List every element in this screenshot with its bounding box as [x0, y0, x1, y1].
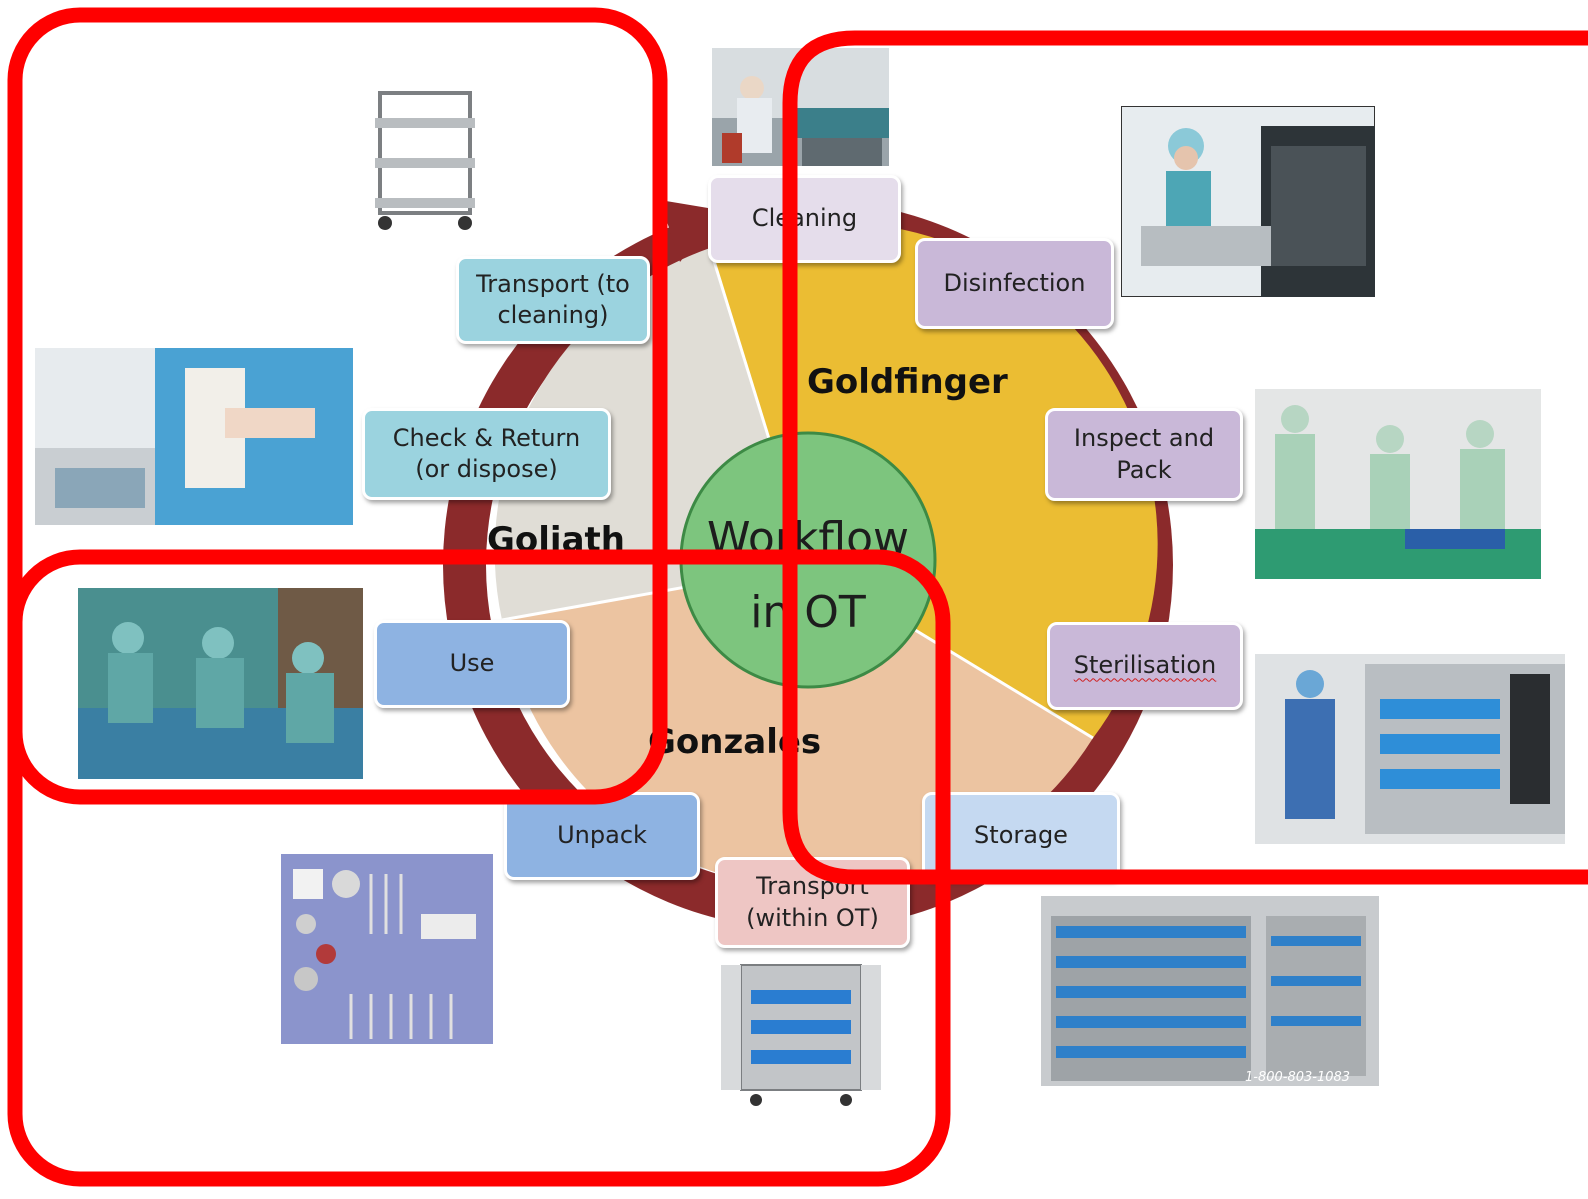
trolley-photo	[360, 78, 492, 238]
step-cleaning: Cleaning	[708, 175, 901, 263]
zone-label-goldfinger: Goldfinger	[807, 362, 1008, 402]
inspect-pack-staff-photo	[1255, 389, 1541, 579]
storage-photo-phone-number: 1-800-803-1083	[1245, 1070, 1351, 1085]
step-transport-to-cleaning: Transport (to cleaning)	[456, 256, 650, 344]
step-transport-within-ot: Transport (within OT)	[715, 857, 910, 948]
step-unpack: Unpack	[504, 792, 700, 880]
step-sterilisation: Sterilisation	[1047, 622, 1243, 710]
center-title-line2: in OT	[750, 587, 866, 638]
step-inspect-and-pack: Inspect and Pack	[1045, 408, 1243, 501]
storage-racks-photo	[1041, 896, 1379, 1086]
cleaning-staff-photo	[712, 48, 889, 166]
step-storage: Storage	[922, 792, 1120, 880]
checklist-staff-photo	[35, 348, 353, 525]
step-use: Use	[374, 620, 570, 708]
surgery-team-photo	[78, 588, 363, 779]
transport-cabinet-photo	[716, 960, 887, 1110]
step-disinfection: Disinfection	[915, 238, 1114, 329]
zone-label-goliath: Goliath	[487, 520, 625, 560]
surgical-instruments-photo	[281, 854, 493, 1044]
sterilisation-staff-photo	[1255, 654, 1565, 844]
disinfection-staff-photo	[1121, 106, 1375, 297]
zone-label-gonzales: Gonzales	[648, 722, 822, 762]
step-check-and-return: Check & Return (or dispose)	[362, 408, 611, 500]
cycle-arrowhead	[660, 200, 720, 262]
center-title-line1: Workflow	[706, 513, 910, 564]
